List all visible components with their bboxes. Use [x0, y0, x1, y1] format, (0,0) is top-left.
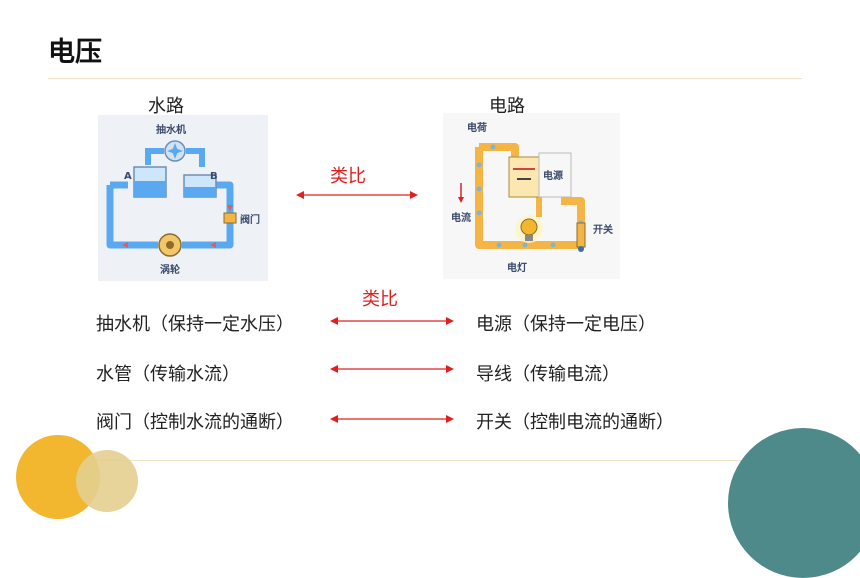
tank-b-label: B	[210, 171, 218, 182]
current-arrow-icon	[458, 183, 464, 203]
water-circuit-svg: 抽水机 A B 阀门 涡轮	[106, 123, 260, 276]
row-1-left: 抽水机（保持一定水压）	[96, 314, 294, 335]
bottom-divider	[48, 460, 802, 461]
turbine-label: 涡轮	[160, 263, 180, 276]
electric-circuit-diagram: 电荷 电源 开关 电灯 电流	[443, 113, 620, 279]
tank-a-label: A	[124, 171, 132, 182]
switch-label: 开关	[593, 223, 613, 236]
row-3-arrow	[330, 415, 454, 423]
page-title: 电压	[48, 37, 102, 68]
analogy-double-arrow	[296, 191, 418, 199]
flow-arrow-icon	[227, 205, 233, 211]
top-divider	[48, 78, 802, 79]
water-circuit-diagram: 抽水机 A B 阀门 涡轮	[98, 115, 268, 281]
lamp-icon	[515, 215, 543, 243]
deco-tan-circle	[76, 450, 138, 512]
row-2-left: 水管（传输水流）	[96, 364, 240, 385]
lamp-label: 电灯	[507, 261, 527, 274]
analogy-label: 类比	[330, 166, 366, 187]
switch-icon	[576, 222, 586, 252]
row-1-arrow	[330, 317, 454, 325]
charge-label: 电荷	[467, 121, 487, 134]
valve-label: 阀门	[240, 213, 260, 226]
deco-teal-circle	[728, 428, 860, 578]
row-1-right: 电源（保持一定电压）	[476, 314, 656, 335]
water-heading: 水路	[148, 96, 184, 117]
flow-arrow-icon	[122, 242, 128, 248]
row-3-right: 开关（控制电流的通断）	[476, 412, 674, 433]
flow-arrow-icon	[210, 242, 216, 248]
row-2-arrow	[330, 365, 454, 373]
turbine-icon	[158, 233, 182, 257]
row-3-left: 阀门（控制水流的通断）	[96, 412, 294, 433]
current-label: 电流	[451, 211, 471, 224]
circuit-heading: 电路	[489, 96, 525, 117]
source-label: 电源	[543, 169, 563, 182]
electric-circuit-svg: 电荷 电源 开关 电灯 电流	[451, 121, 613, 274]
pump-label: 抽水机	[156, 123, 186, 136]
battery-icon	[508, 152, 572, 198]
analogy-label-2: 类比	[362, 289, 398, 310]
charge-dots	[476, 144, 584, 248]
row-2-right: 导线（传输电流）	[476, 364, 620, 385]
valve-icon	[223, 212, 237, 224]
pump-icon	[164, 140, 186, 162]
